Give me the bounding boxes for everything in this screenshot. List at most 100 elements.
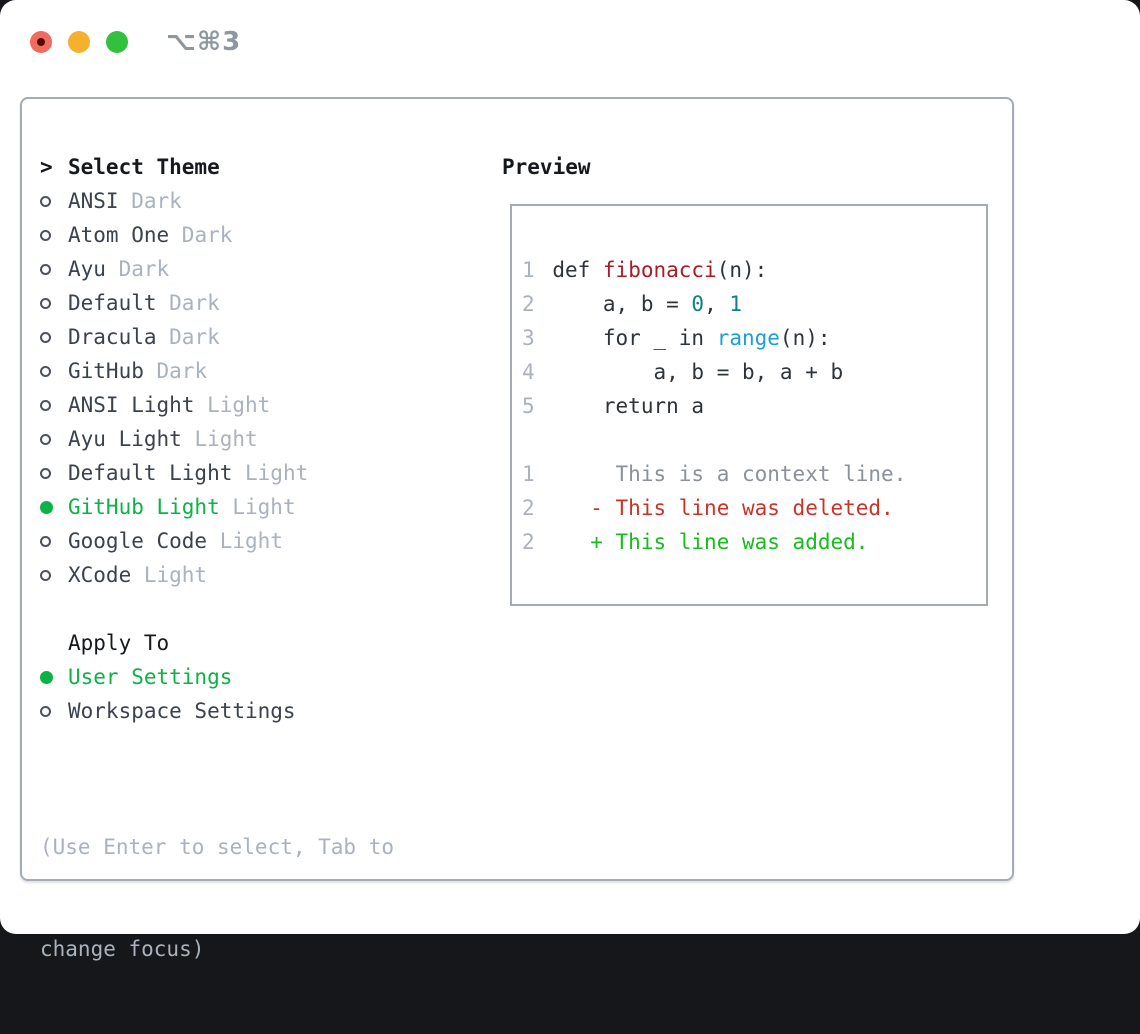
minimize-button[interactable] — [68, 31, 90, 53]
radio-selected-icon — [40, 670, 53, 684]
code-line: 3 for _ in range(n): — [522, 321, 986, 355]
theme-name: GitHub — [68, 359, 157, 383]
theme-variant: Dark — [156, 359, 208, 383]
cursor-indicator: > — [40, 155, 53, 179]
theme-option[interactable]: Google Code Light — [40, 524, 490, 558]
line-number: 2 — [522, 530, 535, 554]
theme-variant: Light — [232, 495, 296, 519]
code-token: This is a context line. — [552, 462, 907, 486]
code-token: (n): — [716, 258, 768, 282]
theme-name: XCode — [68, 563, 144, 587]
radio-unselected-icon — [40, 705, 51, 717]
theme-option[interactable]: ANSI Dark — [40, 184, 490, 218]
theme-option[interactable]: Dracula Dark — [40, 320, 490, 354]
theme-option[interactable]: ANSI Light Light — [40, 388, 490, 422]
apply-option[interactable]: User Settings — [40, 660, 490, 694]
radio-unselected-icon — [40, 331, 51, 343]
code-line: 2 - This line was deleted. — [522, 491, 986, 525]
code-token: range — [716, 326, 780, 350]
line-number: 5 — [522, 394, 535, 418]
select-theme-title: Select Theme — [68, 155, 220, 179]
apply-option-label: User Settings — [68, 665, 233, 689]
theme-option[interactable]: Default Dark — [40, 286, 490, 320]
theme-option[interactable]: GitHub Dark — [40, 354, 490, 388]
theme-variant: Dark — [169, 291, 220, 315]
radio-unselected-icon — [40, 263, 51, 275]
radio-unselected-icon — [40, 467, 51, 479]
code-line: 2 a, b = 0, 1 — [522, 287, 986, 321]
radio-unselected-icon — [40, 297, 51, 309]
theme-variant: Dark — [181, 223, 233, 247]
code-token: 0 — [691, 292, 705, 316]
theme-variant: Dark — [169, 325, 220, 349]
radio-selected-icon — [40, 500, 53, 514]
apply-option-label: Workspace Settings — [68, 699, 296, 723]
apply-to-title: Apply To — [68, 631, 170, 655]
maximize-button[interactable] — [106, 31, 128, 53]
line-number: 1 — [522, 462, 535, 486]
theme-option[interactable]: Default Light Light — [40, 456, 490, 490]
code-token: return a — [552, 394, 705, 418]
code-token: def — [552, 258, 603, 282]
theme-variant: Light — [219, 529, 283, 553]
preview-header: Preview — [502, 150, 1002, 184]
radio-unselected-icon — [40, 365, 51, 377]
theme-variant: Light — [194, 427, 258, 451]
theme-option[interactable]: Atom One Dark — [40, 218, 490, 252]
radio-unselected-icon — [40, 229, 51, 241]
hint-text: (Use Enter to select, Tab to change focu… — [40, 762, 490, 1034]
theme-name: Ayu Light — [68, 427, 195, 451]
line-number: 3 — [522, 326, 535, 350]
theme-name: Default — [68, 291, 170, 315]
code-token: for _ in — [552, 326, 717, 350]
theme-variant: Light — [245, 461, 309, 485]
theme-option[interactable]: Ayu Light Light — [40, 422, 490, 456]
line-number: 4 — [522, 360, 535, 384]
theme-option[interactable]: Ayu Dark — [40, 252, 490, 286]
select-theme-header: > Select Theme — [40, 150, 490, 184]
code-token: 1 — [729, 292, 743, 316]
preview-title: Preview — [502, 155, 591, 179]
theme-variant: Light — [143, 563, 208, 587]
hint-line-2: change focus) — [40, 937, 205, 961]
code-token: (n): — [779, 326, 831, 350]
code-line: 4 a, b = b, a + b — [522, 355, 986, 389]
theme-option[interactable]: XCode Light — [40, 558, 490, 592]
theme-variant: Dark — [131, 189, 182, 213]
theme-name: ANSI — [68, 189, 132, 213]
theme-name: Google Code — [68, 529, 220, 553]
code-line: 5 return a — [522, 389, 986, 423]
window-title-shortcut: ⌥⌘3 — [166, 27, 242, 57]
radio-unselected-icon — [40, 569, 51, 581]
code-token: , — [704, 292, 730, 316]
code-line — [522, 423, 986, 457]
theme-name: ANSI Light — [68, 393, 208, 417]
close-button[interactable] — [30, 31, 52, 53]
radio-unselected-icon — [40, 433, 51, 445]
code-token: a, b = — [552, 292, 692, 316]
theme-name: GitHub Light — [68, 495, 233, 519]
theme-option[interactable]: GitHub Light Light — [40, 490, 490, 524]
theme-name: Ayu — [68, 257, 119, 281]
apply-option[interactable]: Workspace Settings — [40, 694, 490, 728]
code-token: fibonacci — [602, 258, 717, 282]
theme-variant: Light — [207, 393, 271, 417]
theme-name: Atom One — [68, 223, 182, 247]
code-line: 1 This is a context line. — [522, 457, 986, 491]
theme-name: Dracula — [68, 325, 170, 349]
radio-unselected-icon — [40, 399, 51, 411]
code-line: 2 + This line was added. — [522, 525, 986, 559]
close-button-dot — [37, 38, 45, 46]
line-number: 2 — [522, 496, 535, 520]
radio-unselected-icon — [40, 535, 51, 547]
theme-variant: Dark — [118, 257, 170, 281]
radio-unselected-icon — [40, 195, 51, 207]
